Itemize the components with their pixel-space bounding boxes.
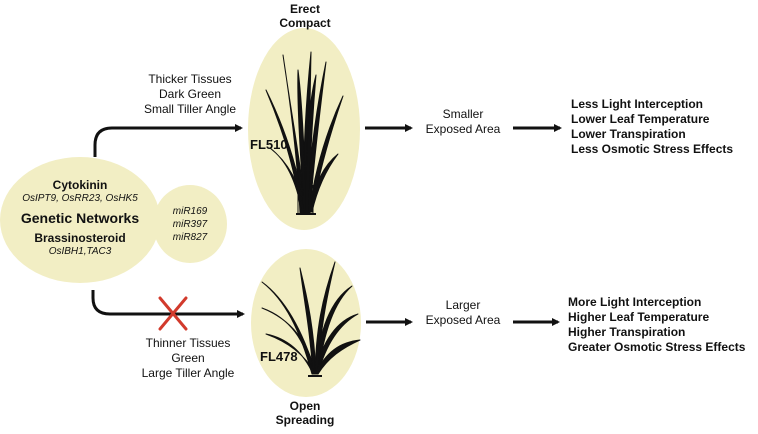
bottom-effect-2: Higher Leaf Temperature: [568, 310, 710, 324]
cytokinin-genes: OsIPT9, OsRR23, OsHK5: [22, 192, 138, 204]
red-cross-icon: [158, 296, 188, 331]
bottom-effect-4: Greater Osmotic Stress Effects: [568, 340, 746, 354]
genetic-networks-ellipse: [0, 157, 160, 283]
top-exposed-area-line-1: Smaller: [442, 107, 484, 121]
top-effects: Less Light Interception Lower Leaf Tempe…: [571, 97, 733, 157]
top-trait-2: Dark Green: [158, 87, 222, 101]
bottom-trait-3: Large Tiller Angle: [141, 366, 235, 380]
top-effect-3: Lower Transpiration: [571, 127, 686, 141]
mirna-3: miR827: [172, 232, 208, 243]
arrow-to-bottom-plant: [91, 290, 245, 318]
bottom-plant-label: FL478: [260, 349, 298, 364]
top-plant-title-line-2: Compact: [279, 15, 331, 30]
bottom-plant-title-line-2: Spreading: [275, 412, 335, 427]
genetic-networks-title: Genetic Networks: [20, 210, 140, 227]
top-plant-title-line-1: Erect: [289, 2, 321, 16]
bottom-effect-3: Higher Transpiration: [568, 325, 686, 339]
bottom-effects: More Light Interception Higher Leaf Temp…: [568, 295, 745, 355]
brassinosteroid-genes: OsIBH1,TAC3: [48, 246, 112, 258]
top-trait-1: Thicker Tissues: [148, 72, 232, 86]
bottom-traits: Thinner Tissues Green Large Tiller Angle: [128, 336, 248, 381]
mirna-1: miR169: [172, 206, 208, 217]
bottom-trait-2: Green: [171, 351, 205, 365]
bottom-effect-1: More Light Interception: [568, 295, 702, 309]
bottom-exposed-area-line-1: Larger: [445, 298, 481, 312]
top-exposed-area: Smaller Exposed Area: [410, 107, 516, 137]
bottom-plant-title: Open Spreading: [268, 399, 342, 428]
mirna-2: miR397: [172, 219, 208, 230]
mirna-ellipse: [153, 185, 227, 263]
top-exposed-area-line-2: Exposed Area: [425, 122, 501, 136]
top-effect-4: Less Osmotic Stress Effects: [571, 142, 734, 156]
top-plant-title: Erect Compact: [268, 2, 342, 31]
cytokinin-title: Cytokinin: [52, 178, 108, 192]
top-effect-1: Less Light Interception: [571, 97, 704, 111]
mirna-list: miR169 miR397 miR827: [160, 205, 220, 244]
top-plant-label: FL510: [250, 137, 288, 152]
bottom-exposed-area: Larger Exposed Area: [410, 298, 516, 328]
top-trait-3: Small Tiller Angle: [143, 102, 237, 116]
top-plant-ellipse: [248, 28, 360, 230]
bottom-plant-ellipse: [251, 249, 361, 397]
arrow-to-top-plant: [93, 124, 243, 157]
top-effect-2: Lower Leaf Temperature: [571, 112, 710, 126]
erect-plant-icon: [265, 51, 344, 215]
brassinosteroid-title: Brassinosteroid: [34, 231, 126, 246]
bottom-trait-1: Thinner Tissues: [145, 336, 231, 350]
bottom-plant-title-line-1: Open: [289, 399, 321, 413]
top-traits: Thicker Tissues Dark Green Small Tiller …: [140, 72, 240, 117]
genetic-networks-block: Cytokinin OsIPT9, OsRR23, OsHK5 Genetic …: [0, 178, 160, 258]
bottom-exposed-area-line-2: Exposed Area: [425, 313, 501, 327]
spreading-plant-icon: [261, 261, 361, 377]
